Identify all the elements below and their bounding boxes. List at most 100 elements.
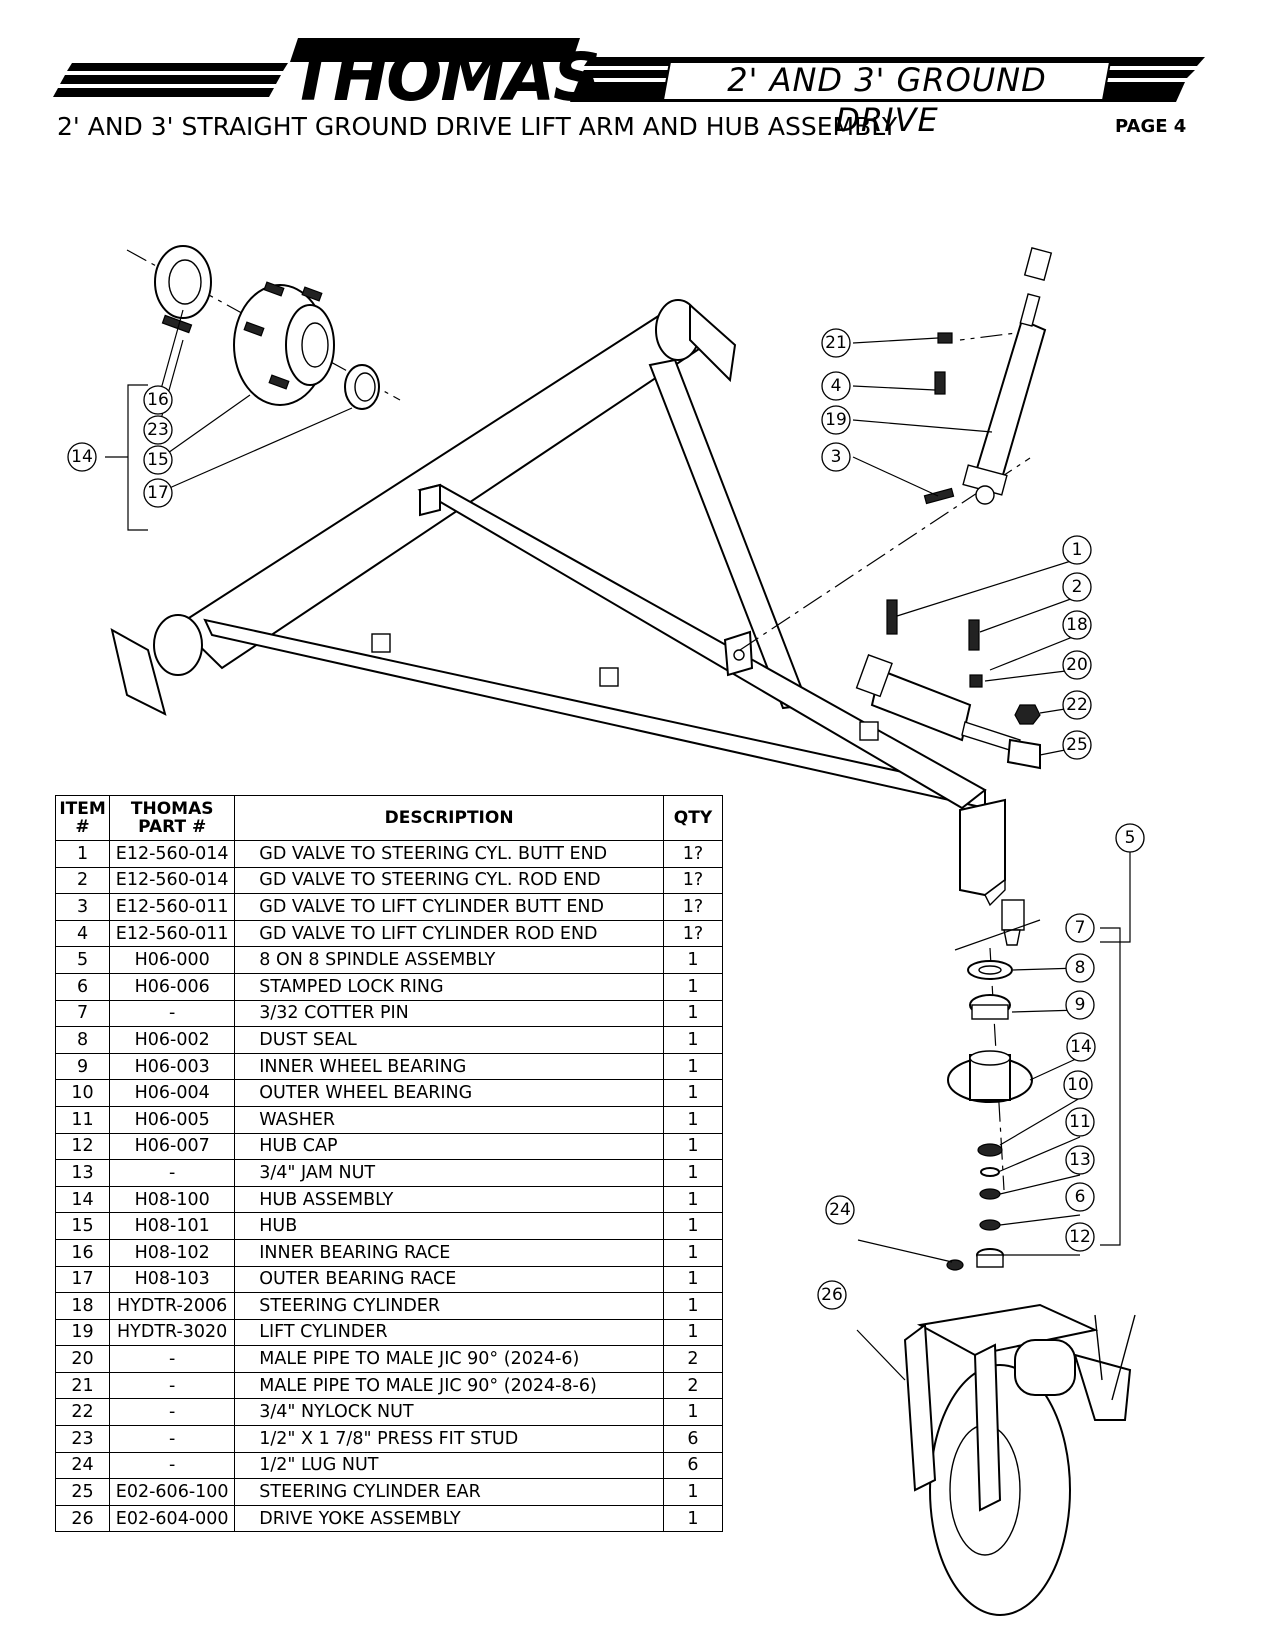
qty-cell: 1: [662, 946, 724, 974]
callout-10: 10: [1063, 1070, 1093, 1100]
callout-20: 20: [1062, 650, 1092, 680]
item-cell: 25: [54, 1478, 111, 1506]
item-cell: 9: [54, 1052, 111, 1081]
qty-cell: 1: [662, 1292, 724, 1320]
callout-circle: [825, 1195, 855, 1225]
lift-cylinder: [923, 247, 1053, 505]
callout-14: 14: [67, 442, 97, 472]
qty-cell: 1: [662, 1105, 724, 1134]
callout-label: 10: [1067, 1075, 1089, 1095]
callout-circle: [821, 328, 851, 358]
callout-2: 2: [1062, 572, 1092, 602]
brand-name: THOMAS: [290, 39, 599, 110]
description-cell: HUB: [234, 1212, 664, 1240]
callout-circle: [1062, 572, 1092, 602]
qty-cell: 1: [662, 1052, 724, 1081]
part-number-cell: H06-000: [109, 946, 236, 974]
qty-cell: 1: [662, 1026, 724, 1054]
description-cell: GD VALVE TO LIFT CYLINDER BUTT END: [234, 893, 664, 921]
callout-circle: [143, 445, 173, 475]
part-number-cell: E12-560-014: [109, 866, 236, 895]
description-cell: STEERING CYLINDER EAR: [234, 1478, 664, 1506]
callout-label: 25: [1066, 735, 1088, 755]
item-cell: 11: [54, 1105, 111, 1134]
part-number-cell: E12-560-014: [109, 840, 236, 868]
callout-circle: [1065, 1145, 1095, 1175]
callout-label: 3: [831, 447, 842, 467]
item-cell: 24: [54, 1451, 111, 1480]
qty-cell: 1: [662, 972, 724, 1001]
qty-cell: 1: [662, 1398, 724, 1427]
part-number-cell: E02-604-000: [109, 1504, 236, 1533]
callout-circle: [1065, 990, 1095, 1020]
part-number-cell: -: [109, 1451, 236, 1480]
description-cell: MALE PIPE TO MALE JIC 90° (2024-6): [234, 1345, 664, 1373]
description-cell: STEERING CYLINDER: [234, 1292, 664, 1320]
qty-cell: 2: [662, 1345, 724, 1373]
callout-label: 14: [1070, 1037, 1092, 1057]
item-cell: 5: [54, 946, 111, 974]
callout-label: 9: [1075, 995, 1086, 1015]
callout-label: 23: [147, 420, 169, 440]
callout-4: 4: [821, 371, 851, 401]
item-cell: 14: [54, 1185, 111, 1214]
part-number-cell: H08-103: [109, 1265, 236, 1294]
header-item: ITEM #: [54, 795, 111, 841]
callout-label: 21: [825, 333, 847, 353]
callout-17: 17: [143, 478, 173, 508]
header-part-number: THOMAS PART #: [109, 795, 236, 841]
description-cell: INNER BEARING RACE: [234, 1238, 664, 1267]
callout-23: 23: [143, 415, 173, 445]
qty-cell: 1: [662, 1079, 724, 1107]
callout-7: 7: [1065, 913, 1095, 943]
callout-label: 13: [1069, 1150, 1091, 1170]
qty-cell: 2: [662, 1371, 724, 1400]
callout-8: 8: [1065, 953, 1095, 983]
item-cell: 7: [54, 999, 111, 1028]
part-number-cell: H06-006: [109, 972, 236, 1001]
callout-24: 24: [825, 1195, 855, 1225]
callout-9: 9: [1065, 990, 1095, 1020]
callout-label: 19: [825, 410, 847, 430]
callout-circle: [143, 478, 173, 508]
callout-circle: [1115, 823, 1145, 853]
item-cell: 19: [54, 1318, 111, 1347]
description-cell: WASHER: [234, 1105, 664, 1134]
callout-circle: [821, 442, 851, 472]
callout-label: 7: [1075, 918, 1086, 938]
callout-14: 14: [1066, 1032, 1096, 1062]
drive-yoke-wheel: [903, 1259, 1136, 1616]
callout-18: 18: [1062, 610, 1092, 640]
part-number-cell: H08-100: [109, 1185, 236, 1214]
part-number-cell: H06-005: [109, 1105, 236, 1134]
callout-circle: [143, 415, 173, 445]
qty-cell: 1: [662, 1265, 724, 1294]
part-number-cell: H08-101: [109, 1212, 236, 1240]
description-cell: HUB CAP: [234, 1132, 664, 1161]
item-cell: 16: [54, 1238, 111, 1267]
description-cell: 3/4" JAM NUT: [234, 1159, 664, 1187]
qty-cell: 1?: [662, 893, 724, 921]
description-cell: MALE PIPE TO MALE JIC 90° (2024-8-6): [234, 1371, 664, 1400]
description-cell: INNER WHEEL BEARING: [234, 1052, 664, 1081]
description-cell: GD VALVE TO STEERING CYL. ROD END: [234, 866, 664, 895]
part-number-cell: H06-007: [109, 1132, 236, 1161]
table-header-row: ITEM # THOMAS PART # DESCRIPTION QTY: [54, 795, 724, 841]
part-number-cell: E12-560-011: [109, 919, 236, 948]
qty-cell: 6: [662, 1451, 724, 1480]
callout-label: 12: [1069, 1227, 1091, 1247]
callout-label: 22: [1066, 695, 1088, 715]
callout-11: 11: [1065, 1107, 1095, 1137]
item-cell: 10: [54, 1079, 111, 1107]
callout-label: 1: [1072, 540, 1083, 560]
callout-circle: [67, 442, 97, 472]
